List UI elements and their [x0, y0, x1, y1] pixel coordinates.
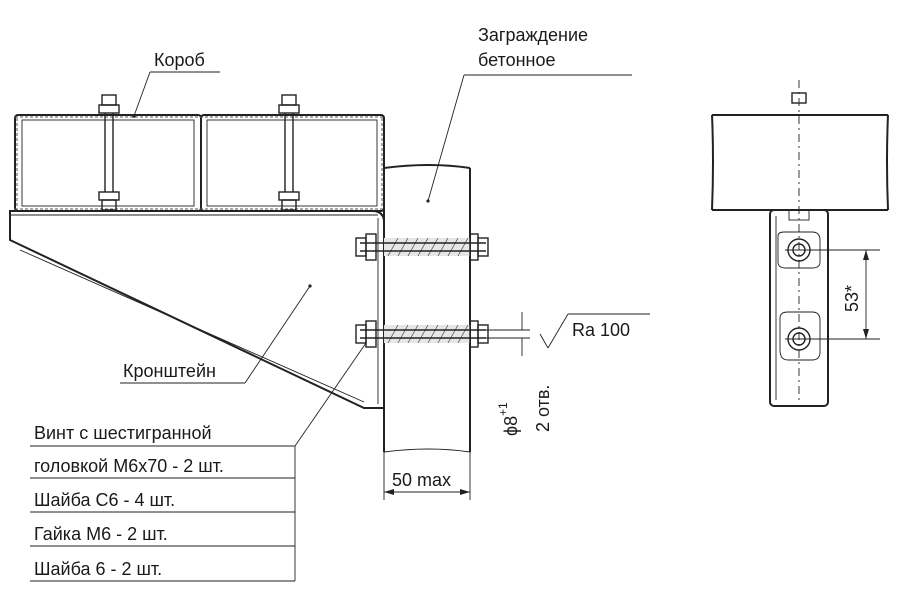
- box-bolt-right: [278, 94, 300, 211]
- cable-box: [14, 114, 385, 212]
- parts-list-item: Шайба С6 - 4 шт.: [34, 490, 175, 510]
- hole-dimension: ϕ8 +1: [496, 402, 521, 436]
- parts-list-item: Шайба 6 - 2 шт.: [34, 559, 162, 579]
- label-hole-tolerance: +1: [496, 402, 510, 416]
- box-bolt-left: [98, 94, 120, 211]
- label-hole-count: 2 отв.: [533, 385, 553, 432]
- label-barrier-line1: Заграждение: [478, 25, 588, 45]
- dimension-50max: [383, 452, 471, 500]
- side-view-top-bolt: [791, 80, 807, 400]
- label-hole-diameter: ϕ8: [501, 416, 521, 436]
- label-bracket: Кронштейн: [123, 361, 216, 381]
- side-view-barrier: [711, 114, 889, 211]
- side-view-bracket: [769, 209, 829, 407]
- label-barrier-line2: бетонное: [478, 50, 555, 70]
- label-max-dimension: 50 max: [392, 470, 451, 490]
- label-spacing-dimension: 53*: [842, 285, 862, 312]
- bracket: [9, 210, 385, 409]
- leader-barrier: [427, 74, 632, 202]
- roughness-symbol: [486, 312, 650, 356]
- label-roughness: Ra 100: [572, 320, 630, 340]
- leader-bracket: [120, 285, 311, 384]
- leader-box: [132, 71, 220, 118]
- anchor-bolt-top: [355, 233, 489, 261]
- parts-list-item: Винт с шестигранной: [34, 423, 212, 443]
- anchor-bolt-bottom: [355, 320, 489, 348]
- parts-list: Винт с шестигранной головкой М6х70 - 2 ш…: [30, 342, 367, 582]
- parts-list-item: Гайка М6 - 2 шт.: [34, 524, 168, 544]
- dimension-53: [810, 249, 880, 340]
- parts-list-item: головкой М6х70 - 2 шт.: [34, 456, 224, 476]
- concrete-barrier: [383, 164, 471, 453]
- label-box: Короб: [154, 50, 205, 70]
